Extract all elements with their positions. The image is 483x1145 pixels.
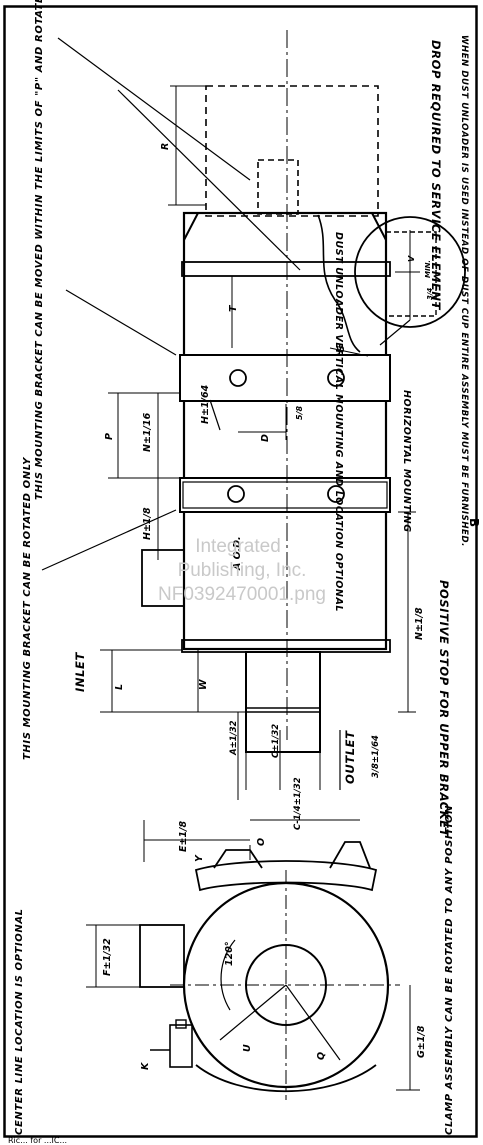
watermark-line2: Publishing, Inc.: [178, 560, 307, 581]
bolt-hole-4: [327, 485, 345, 503]
label-outlet: OUTLET: [343, 730, 357, 784]
dim-t: T: [228, 304, 239, 312]
label-inlet: INLET: [73, 652, 87, 692]
note-horizontal-mounting: HORIZONTAL MOUNTING: [401, 390, 412, 533]
dim-s: S: [336, 345, 347, 352]
dim-l: L: [114, 684, 125, 690]
upper-mounting-bracket: [179, 354, 391, 402]
service-element-outline: [205, 85, 379, 217]
dim-p-tol: N±1/16: [142, 412, 153, 452]
watermark-line3: NF0392470001.png: [158, 584, 326, 605]
end-inlet-stub: [139, 924, 185, 988]
dim-b: B: [467, 518, 481, 527]
upper-band: [181, 261, 391, 277]
dim-c-range: C-1/4±1/32: [293, 777, 303, 830]
footer-text: Ric... for ...IC...: [8, 1136, 67, 1145]
leader-lines: [41, 37, 411, 790]
dim-q: Q: [316, 1052, 327, 1060]
inlet-stub: [141, 549, 185, 607]
dim-min: MIN.: [424, 260, 432, 278]
bolt-hole-2: [327, 369, 345, 387]
dim-y: Y: [194, 854, 205, 862]
end-dimensions: [86, 819, 420, 1091]
clamp-band: [194, 860, 378, 892]
dim-r: R: [160, 143, 171, 150]
dim-three-eighths: 3/8±1/64: [371, 735, 381, 778]
dim-s-frac: 3/4: [426, 288, 434, 300]
dim-h-lower: H±1/8: [142, 507, 153, 540]
note-drop-required: DROP REQUIRED TO SERVICE ELEMENT: [429, 40, 443, 311]
dim-angle: 120°: [224, 941, 235, 966]
dim-f: F±1/32: [102, 938, 113, 976]
bolt-hole-1: [229, 369, 247, 387]
dim-w: W: [198, 679, 209, 690]
dust-unloader-detail: [354, 216, 466, 328]
break-line: [317, 214, 361, 353]
dim-h-upper: H±1/64: [200, 384, 211, 424]
outlet-tube: [245, 651, 321, 753]
dim-g: G±1/8: [416, 1025, 427, 1058]
dim-e: E±1/8: [178, 820, 189, 852]
lower-mounting-bracket: [179, 477, 391, 513]
note-center-line: CENTER LINE LOCATION IS OPTIONAL: [14, 908, 25, 1135]
dust-unloader-stub: [257, 159, 299, 215]
dim-n: N±1/8: [414, 607, 425, 640]
end-view: [139, 841, 400, 1100]
note-dust-unloader: DUST UNLOADER VERTICAL MOUNTING AND LOCA…: [333, 232, 344, 612]
dim-o: O: [256, 838, 267, 846]
dim-d: D: [260, 434, 271, 442]
dim-a-tol: A±1/32: [229, 720, 239, 756]
watermark: Integrated Publishing, Inc. NF0392470001…: [158, 536, 326, 605]
side-view: [141, 30, 466, 753]
clamp-bolt: [169, 1024, 193, 1068]
note-when-dust-unloader: WHEN DUST UNLOADER IS USED INSTEAD OF DU…: [459, 35, 469, 547]
dim-v: V: [407, 255, 416, 262]
side-dimensions: [100, 85, 477, 800]
note-mounting-bracket-rotated: THIS MOUNTING BRACKET CAN BE ROTATED ONL…: [22, 456, 33, 760]
bolt-hole-3: [227, 485, 245, 503]
dim-k: K: [140, 1062, 151, 1070]
dim-u: U: [242, 1044, 253, 1052]
dim-a-od: A O.D.: [232, 536, 243, 571]
note-clamp-assembly: CLAMP ASSEMBLY CAN BE ROTATED TO ANY POS…: [444, 805, 455, 1135]
dim-p: P: [104, 433, 115, 440]
dim-c-tol: C±1/32: [271, 724, 281, 758]
dim-d-frac: 5/8: [295, 406, 304, 420]
dust-cup-end: [183, 212, 387, 241]
note-mounting-bracket-moved: THIS MOUNTING BRACKET CAN BE MOVED WITHI…: [34, 0, 45, 500]
watermark-line1: Integrated: [195, 536, 281, 557]
note-positive-stop: POSITIVE STOP FOR UPPER BRACKET: [437, 580, 451, 838]
